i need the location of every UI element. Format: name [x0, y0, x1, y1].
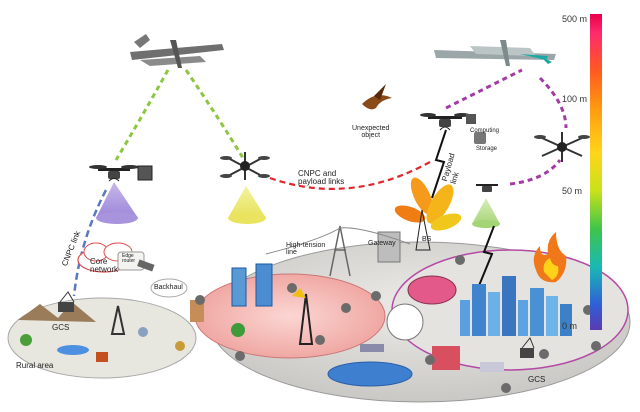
hexacopter-right-icon: [534, 132, 590, 162]
backhaul-device: [137, 259, 155, 272]
fire-icon: [533, 232, 567, 283]
mountains: [18, 302, 96, 322]
bins-icon: [432, 346, 460, 370]
gateway-building: [377, 231, 401, 263]
pond: [57, 345, 89, 355]
rural-area-label: Rural area: [16, 361, 54, 370]
power-lines: [265, 227, 411, 255]
fixed-wing-uav-icon: [130, 34, 224, 68]
high-tension-tower: [329, 225, 351, 277]
uav-coverage-cone-green: [472, 198, 500, 224]
computing-label: Computing: [470, 128, 500, 134]
uav-coverage-base-yellow: [228, 212, 266, 224]
antenna-tower-rural: [110, 305, 126, 335]
lake: [327, 361, 413, 387]
gcs-right-label: GCS: [528, 375, 546, 384]
house-small: [190, 300, 204, 322]
tower-suburban: [298, 293, 314, 345]
scale-tick-500: 500 m: [562, 14, 588, 24]
building-green-2: [255, 263, 273, 307]
gcs-right-icon: [520, 337, 535, 358]
green-link-right: [184, 69, 245, 159]
tree-icon-2: [175, 341, 185, 351]
core-network-label: Core network: [90, 257, 119, 275]
tree-icon: [20, 334, 32, 346]
farmhouse: [96, 352, 108, 362]
high-tension-label: High-tension line: [286, 242, 326, 257]
bird-icon: [362, 84, 392, 110]
gateway-label: Gateway: [368, 240, 396, 247]
suburban-tree: [231, 323, 245, 337]
quadcopter-computing-icon: [420, 113, 486, 144]
uav-coverage-base-green: [472, 220, 500, 228]
altitude-colorbar: [590, 14, 602, 330]
quadcopter-left-icon: [89, 165, 153, 182]
zoom-circle: [386, 303, 424, 341]
scale-tick-100: 100 m: [562, 94, 588, 104]
bs-label: BS: [422, 236, 432, 243]
building-green-1: [231, 267, 247, 307]
green-link-left: [114, 69, 170, 161]
uav-coverage-base-purple: [96, 212, 138, 224]
unexpected-object-label: Unexpected object: [352, 125, 390, 140]
purple-link-bottom: [509, 159, 562, 186]
blue-cnpc-link: [72, 189, 108, 297]
stadium: [407, 275, 457, 305]
backhaul-label: Backhaul: [154, 284, 183, 291]
small-quadcopter-icon: [476, 184, 498, 192]
red-link: [269, 161, 431, 190]
fixed-wing-uav-teal-icon: [434, 40, 556, 66]
backhaul-cloud: [150, 278, 188, 298]
bs-lightning: [477, 225, 495, 289]
uav-coverage-cone-yellow: [228, 186, 266, 218]
bs-antenna-icon: [394, 177, 462, 251]
purple-link-top: [445, 68, 523, 110]
storage-label: Storage: [476, 146, 498, 152]
gcs-left-icon: [58, 291, 75, 312]
vehicle-icon: [360, 344, 384, 352]
pipeline-icon: [480, 362, 504, 372]
hexacopter-icon: [220, 152, 270, 180]
person-icon: [138, 327, 148, 337]
scale-tick-0: 0 m: [562, 321, 578, 331]
edge-router-label: Edge router: [122, 253, 136, 265]
scale-tick-50: 50 m: [562, 186, 583, 196]
payload-lightning: [431, 129, 447, 199]
kite-icon: [292, 288, 306, 298]
city-skyline: [460, 276, 572, 336]
gcs-left-label: GCS: [52, 323, 70, 332]
uav-coverage-cone-purple: [96, 182, 138, 218]
cnpc-payload-label: CNPC and payload links: [298, 169, 345, 187]
